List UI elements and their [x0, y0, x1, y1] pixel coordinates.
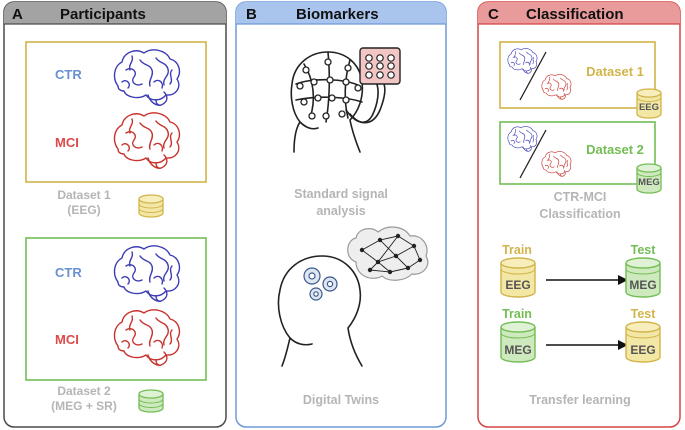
panel-b-header	[236, 2, 446, 24]
dataset1-mci-label: MCI	[55, 135, 79, 150]
classification-dataset1-label: Dataset 1	[586, 64, 644, 79]
separator-line	[519, 129, 547, 179]
dataset2-caption-line2: (MEG + SR)	[51, 399, 117, 413]
dataset2-mci-label: MCI	[55, 332, 79, 347]
classification-dataset2-box	[499, 121, 656, 185]
panel-c-title: Classification	[526, 6, 624, 23]
classification-dataset2-label: Dataset 2	[586, 142, 644, 157]
amplifier-icon	[359, 47, 401, 85]
database-icon-green	[625, 257, 661, 298]
eeg-cap-head-icon	[290, 51, 386, 153]
panel-a-header	[4, 2, 226, 24]
row1-train-db-label: EEG	[505, 278, 530, 292]
dataset2-ctr-label: CTR	[55, 265, 82, 280]
transfer-learning-caption: Transfer learning	[529, 393, 630, 407]
gears-icon	[303, 267, 338, 301]
ctr-mci-caption-line1: CTR-MCI	[554, 190, 607, 204]
panel-c-header	[478, 2, 680, 24]
arrow-head-icon	[618, 340, 628, 350]
standard-signal-caption-line1: Standard signal	[294, 187, 388, 201]
dataset1-box	[25, 41, 207, 183]
classification-dataset1-db-label: EEG	[639, 102, 659, 113]
network-brain-icon	[347, 226, 429, 281]
classification-dataset2-db-label: MEG	[638, 177, 660, 188]
arrow-head-icon	[618, 275, 628, 285]
panel-b-letter: B	[246, 6, 257, 23]
panel-b: B Biomarkers	[235, 1, 447, 428]
ctr-mci-caption-line2: Classification	[539, 207, 620, 221]
panel-a-title: Participants	[60, 6, 146, 23]
dataset1-caption-line2: (EEG)	[67, 203, 100, 217]
database-icon-green	[500, 321, 536, 363]
panel-a: A Participants CTR MCI Dataset 1 (EEG) C…	[3, 1, 227, 428]
row2-test-db-label: EEG	[630, 343, 655, 357]
panel-a-frame	[3, 1, 227, 428]
digital-twins-caption: Digital Twins	[303, 393, 379, 407]
row1-test-label: Test	[631, 243, 657, 257]
database-icon-green	[138, 389, 164, 413]
standard-signal-caption-line2: analysis	[316, 204, 365, 218]
dataset1-caption-line1: Dataset 1	[57, 188, 111, 202]
separator-line	[519, 51, 547, 101]
row2-test-label: Test	[631, 307, 657, 321]
database-icon-yellow	[636, 88, 662, 119]
panel-a-letter: A	[12, 6, 23, 23]
panel-c-letter: C	[488, 6, 499, 23]
panel-b-title: Biomarkers	[296, 6, 379, 23]
dataset2-box	[25, 237, 207, 381]
classification-dataset1-box	[499, 41, 656, 109]
database-icon-yellow	[500, 257, 536, 298]
row2-train-db-label: MEG	[504, 343, 531, 357]
dataset2-caption-line1: Dataset 2	[57, 384, 111, 398]
database-icon-yellow	[625, 321, 661, 363]
database-icon-yellow	[138, 194, 164, 218]
dataset1-ctr-label: CTR	[55, 67, 82, 82]
row2-train-label: Train	[502, 307, 532, 321]
panel-c: C Classification Dataset 1 EEG Dataset 2…	[477, 1, 681, 428]
row1-test-db-label: MEG	[629, 278, 656, 292]
digital-twin-head-icon	[277, 255, 363, 367]
row1-train-label: Train	[502, 243, 532, 257]
database-icon-green	[636, 163, 662, 194]
